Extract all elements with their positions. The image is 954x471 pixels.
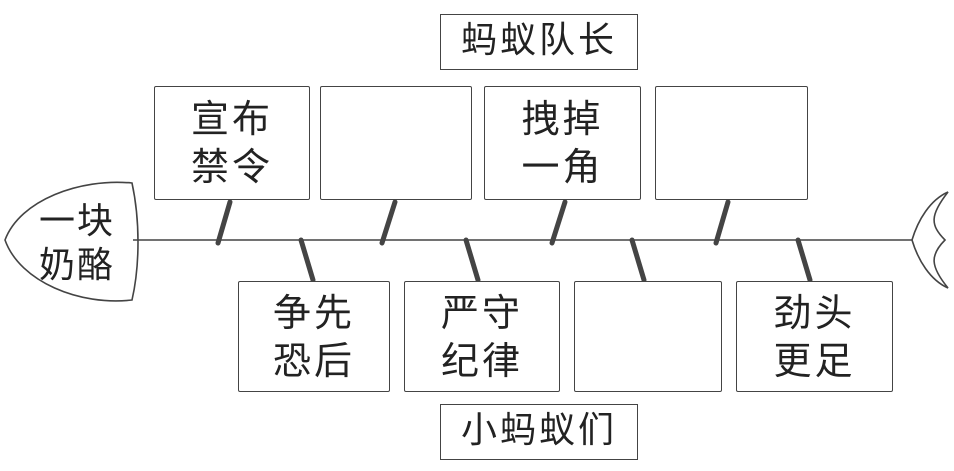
bottom-box-1-line-1: 争先 (272, 290, 355, 335)
top-box-3: 拽掉 一角 (484, 86, 641, 200)
bottom-box-2: 严守 纪律 (404, 281, 560, 392)
bottom-box-1-line-2: 恐后 (272, 338, 355, 383)
top-rib-1 (215, 199, 233, 246)
top-box-3-line-2: 一角 (521, 145, 604, 189)
fish-head-line-2: 奶酪 (38, 245, 115, 286)
bottom-box-3 (574, 281, 722, 392)
bottom-box-4: 劲头 更足 (736, 281, 893, 392)
bottom-box-4-line-1: 劲头 (773, 290, 856, 335)
bottom-rib-4 (795, 237, 813, 283)
top-rib-3 (549, 199, 568, 246)
bottom-box-2-line-2: 纪律 (440, 338, 523, 383)
top-box-1-line-1: 宣布 (190, 97, 273, 141)
bottom-box-2-line-1: 严守 (440, 290, 523, 335)
bottom-box-1: 争先 恐后 (238, 281, 390, 392)
bottom-box-4-line-2: 更足 (773, 338, 856, 383)
top-box-1: 宣布 禁令 (154, 86, 310, 200)
fish-tail (911, 191, 949, 289)
top-rib-4 (713, 199, 731, 246)
bottom-box-2-text: 严守 纪律 (405, 289, 559, 385)
bottom-rib-2 (463, 237, 481, 283)
bottom-box-4-text: 劲头 更足 (737, 289, 892, 385)
bottom-box-1-text: 争先 恐后 (239, 289, 389, 385)
top-box-3-text: 拽掉 一角 (485, 95, 640, 191)
top-box-1-text: 宣布 禁令 (155, 95, 309, 191)
fish-head-label: 一块 奶酪 (22, 200, 132, 288)
fish-head-line-1: 一块 (38, 201, 115, 242)
top-rib-2 (379, 199, 398, 246)
top-box-3-line-1: 拽掉 (521, 97, 604, 141)
top-box-4 (655, 86, 808, 200)
bottom-rib-1 (298, 237, 316, 283)
top-box-2 (320, 86, 472, 200)
fish-head-outline (4, 181, 139, 302)
top-title: 蚂蚁队长 (440, 14, 638, 70)
bottom-rib-3 (629, 237, 647, 283)
bottom-title: 小蚂蚁们 (440, 404, 638, 460)
top-box-1-line-2: 禁令 (190, 145, 273, 189)
